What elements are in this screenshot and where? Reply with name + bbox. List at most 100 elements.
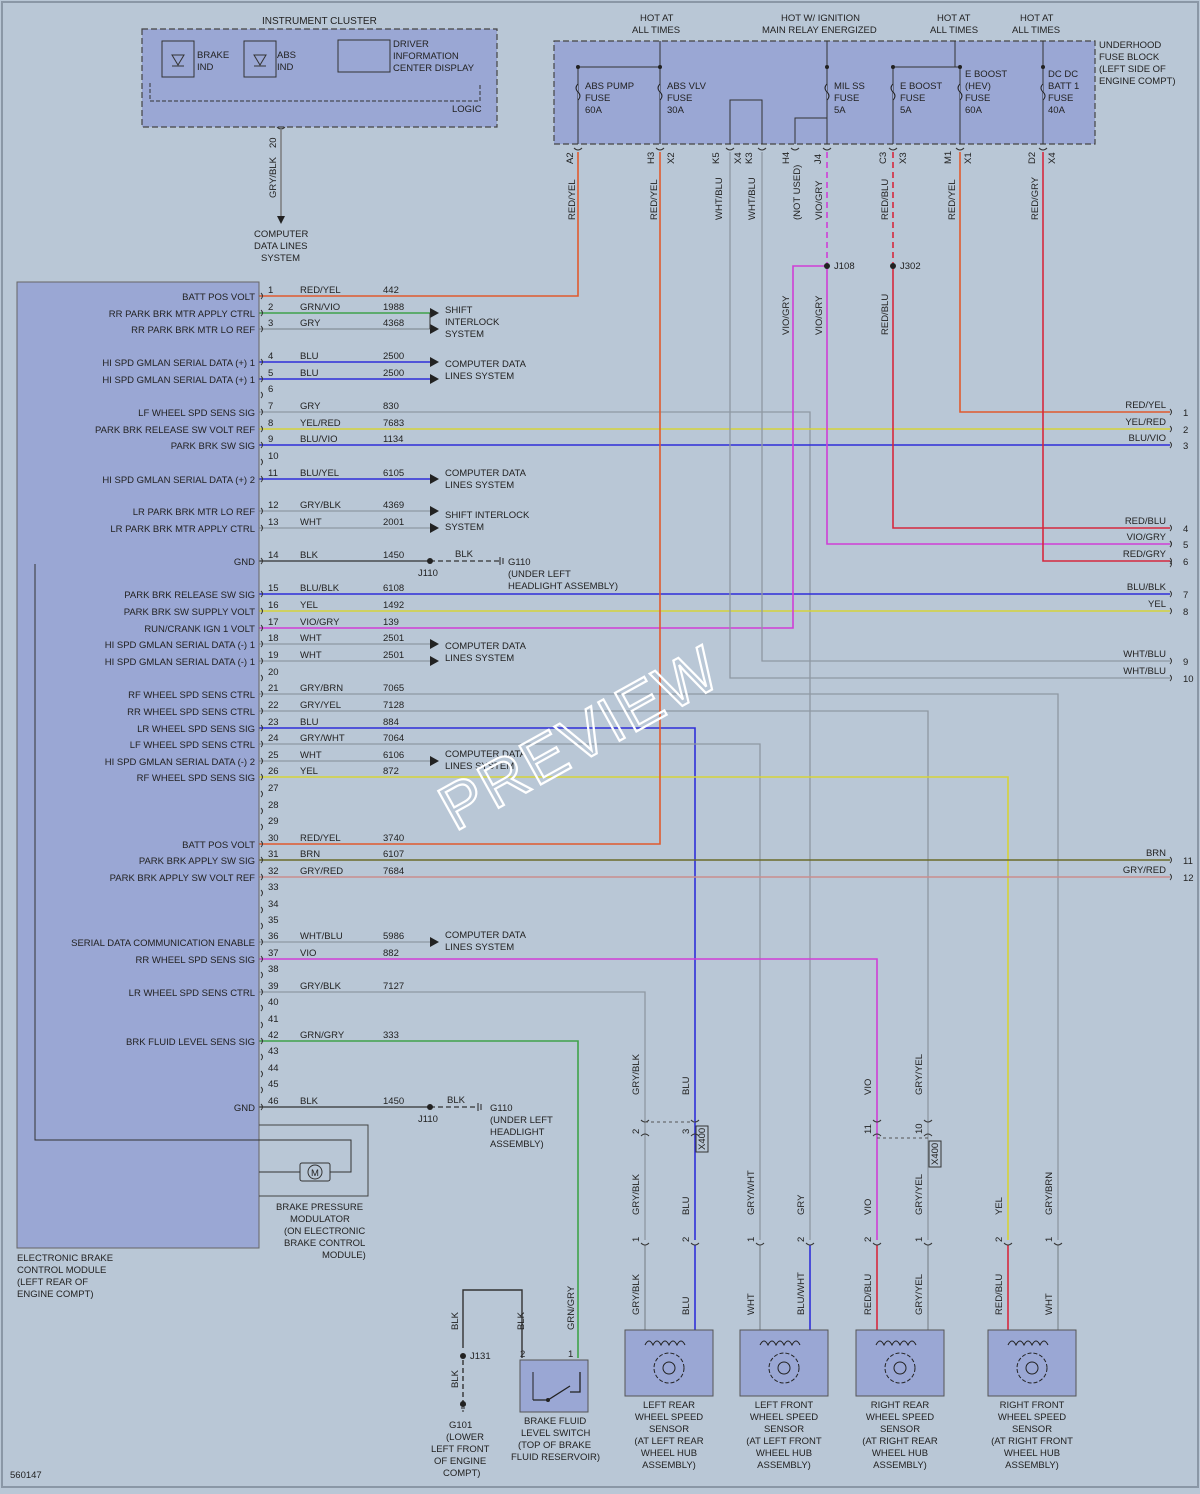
pin-mark — [260, 309, 263, 317]
fuse-label: FUSE — [585, 93, 610, 104]
module-wire-color: BLU — [300, 368, 319, 379]
pin-mark — [1169, 540, 1172, 548]
destination-label: (UNDER LEFT — [490, 1115, 553, 1126]
fs-l2: LEVEL SWITCH — [521, 1428, 590, 1439]
motor-icon — [307, 1164, 323, 1180]
sensor-label: WHEEL SPEED — [750, 1412, 818, 1423]
module-wire-color: YEL — [300, 766, 318, 777]
module-pin: 14 — [268, 550, 279, 561]
right-wire-label: BLU/VIO — [1129, 433, 1167, 444]
arrow-right-icon — [430, 506, 439, 516]
motor-letter: M — [311, 1168, 319, 1179]
destination-label: ASSEMBLY) — [490, 1139, 544, 1150]
module-circuit: 882 — [383, 948, 399, 959]
connector-mark — [790, 147, 800, 151]
sensor-wire-mid: GRY/BLK — [631, 1173, 642, 1215]
module-wire-color: GRY/BLK — [300, 500, 342, 511]
sensor-label: SENSOR — [764, 1424, 804, 1435]
sensor-wire-low: WHT — [1044, 1293, 1055, 1315]
pin-mark — [260, 906, 263, 914]
module-pin-name: RR PARK BRK MTR LO REF — [131, 325, 255, 336]
module-wire-color: BLU/YEL — [300, 468, 339, 479]
brake-ind-l2: IND — [197, 62, 214, 73]
hot1-l1: HOT AT — [640, 13, 674, 24]
sensor-pin-mark — [690, 1242, 700, 1246]
module-pin: 18 — [268, 633, 279, 644]
destination-label: SHIFT INTERLOCK — [445, 510, 530, 521]
fuse-label: FUSE — [834, 93, 859, 104]
sensor-label: SENSOR — [1012, 1424, 1052, 1435]
fuse-pin-label: C3 — [878, 152, 889, 164]
fs-wire-4: BLK — [450, 1369, 461, 1388]
fuse-label: E BOOST — [900, 81, 942, 92]
module-pin: 24 — [268, 733, 279, 744]
fs-l4: FLUID RESERVOIR) — [511, 1452, 600, 1463]
fuse-node — [576, 65, 580, 69]
modulator-l4: BRAKE CONTROL — [284, 1238, 365, 1249]
x400-label: X400 — [697, 1128, 708, 1150]
sensor-wire-low: GRY/BLK — [631, 1273, 642, 1315]
pin-mark — [260, 707, 263, 715]
modulator-l1: BRAKE PRESSURE — [276, 1202, 363, 1213]
module-pin: 44 — [268, 1063, 279, 1074]
pin-mark — [260, 458, 263, 466]
module-wire-color: GRY — [300, 318, 321, 329]
ebcm-l4: ENGINE COMPT) — [17, 1289, 94, 1300]
sensor-pin-mark — [640, 1242, 650, 1246]
fs-l3: (TOP OF BRAKE — [518, 1440, 591, 1451]
upper-wire-label: BLU — [681, 1076, 692, 1095]
wire — [259, 411, 811, 1240]
module-wire-color: BLK — [300, 550, 319, 561]
fuse-pin-label: A2 — [565, 152, 576, 164]
pin-mark — [260, 358, 263, 366]
fuse-icon — [575, 83, 581, 101]
wire — [259, 1040, 579, 1358]
module-circuit: 7128 — [383, 700, 404, 711]
module-pin-name: SERIAL DATA COMMUNICATION ENABLE — [71, 938, 255, 949]
wire — [259, 958, 878, 1240]
module-pin: 46 — [268, 1096, 279, 1107]
fs-l1: BRAKE FLUID — [524, 1416, 586, 1427]
coil-icon — [759, 1340, 801, 1347]
module-pin: 36 — [268, 931, 279, 942]
module-pin-name: RR WHEEL SPD SENS SIG — [136, 955, 255, 966]
sensor-label: RIGHT FRONT — [1000, 1400, 1065, 1411]
module-circuit: 6105 — [383, 468, 404, 479]
module-wire-color: BLU/VIO — [300, 434, 338, 445]
fuse-label: E BOOST — [965, 69, 1007, 80]
module-wire-color: GRY/BLK — [300, 981, 342, 992]
sensor-label: WHEEL HUB — [756, 1448, 812, 1459]
pin-mark — [260, 391, 263, 399]
sensor-wire-mid: GRY/BRN — [1044, 1172, 1055, 1215]
module-pin: 26 — [268, 766, 279, 777]
pin-mark — [260, 507, 263, 515]
pin-mark — [260, 1070, 263, 1078]
module-wire-color: GRY/YEL — [300, 700, 341, 711]
sensor-label: (AT LEFT FRONT — [746, 1436, 822, 1447]
destination-label: G110 — [490, 1103, 513, 1114]
sensor-label: SENSOR — [880, 1424, 920, 1435]
module-circuit: 333 — [383, 1030, 399, 1041]
abs-ind-l2: IND — [277, 62, 294, 73]
module-pin-name: HI SPD GMLAN SERIAL DATA (-) 1 — [105, 657, 255, 668]
module-pin: 4 — [268, 351, 273, 362]
fuse-label: ABS VLV — [667, 81, 707, 92]
right-pin-number: 2 — [1183, 425, 1188, 436]
connector-mark — [1038, 147, 1048, 151]
tone-ring-icon — [768, 1352, 800, 1384]
sensor-pin-mark — [923, 1242, 933, 1246]
svg-text:IND: IND — [197, 62, 214, 73]
module-pin-name: PARK BRK SW SUPPLY VOLT — [124, 607, 255, 618]
fb-label-l3: (LEFT SIDE OF — [1099, 64, 1166, 75]
pin-mark — [260, 624, 263, 632]
module-wire-color: VIO — [300, 948, 316, 959]
right-pin-number: 3 — [1183, 441, 1188, 452]
sensor-label: RIGHT REAR — [871, 1400, 930, 1411]
module-circuit: 4369 — [383, 500, 404, 511]
fuse-pin-label: J4 — [813, 154, 824, 164]
fs-pin1: 1 — [568, 1349, 573, 1360]
module-pin: 29 — [268, 816, 279, 827]
module-pin: 43 — [268, 1046, 279, 1057]
module-circuit: 884 — [383, 717, 399, 728]
